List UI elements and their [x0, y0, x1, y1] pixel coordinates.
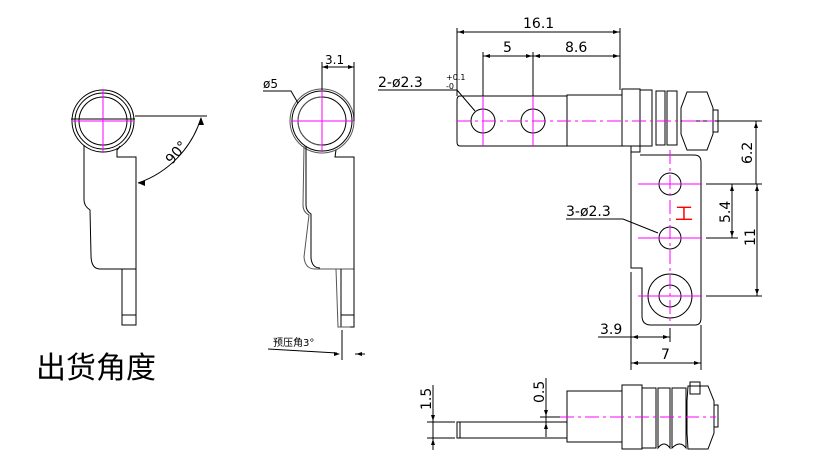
side-plate-view: 5.4 11 3-ø2.3 工 3.9 7	[566, 150, 762, 370]
tolerance-lower: -0	[446, 82, 454, 91]
shipping-angle-caption: 出货角度	[36, 351, 156, 386]
tolerance-upper: +0.1	[446, 73, 465, 82]
angle-label: 90°	[163, 138, 191, 167]
middle-view-preload-angle: 3.1 ø5 预压角3°	[263, 53, 365, 360]
hole-span-dimension: 11	[743, 228, 759, 246]
pin-thickness-dimension: 1.5	[419, 388, 435, 410]
red-mark: 工	[675, 204, 693, 225]
hole-to-end-dimension: 8.6	[565, 40, 587, 56]
bottom-view: 1.5 0.5	[419, 378, 719, 450]
left-view-shipping-angle: 90° 出货角度	[36, 89, 207, 386]
step-offset-dimension: 0.5	[532, 381, 548, 403]
hole-pitch-dimension: 5	[503, 40, 512, 56]
diameter-label: ø5	[263, 77, 278, 91]
plate-width-dimension: 7	[661, 347, 670, 363]
hole-callout: 2-ø2.3	[378, 75, 423, 91]
overall-length-dimension: 16.1	[523, 16, 554, 32]
center-offset-dimension: 3.9	[600, 322, 622, 338]
vertical-offset-dimension: 6.2	[740, 142, 756, 164]
top-right-view: 16.1 5 8.6 2-ø2.3 +0.1 -0 6.2	[378, 16, 762, 184]
side-hole-callout: 3-ø2.3	[566, 204, 611, 220]
hole-pitch-dimension: 5.4	[718, 201, 734, 223]
preload-angle-label: 预压角3°	[273, 337, 314, 349]
offset-dimension: 3.1	[325, 53, 344, 67]
